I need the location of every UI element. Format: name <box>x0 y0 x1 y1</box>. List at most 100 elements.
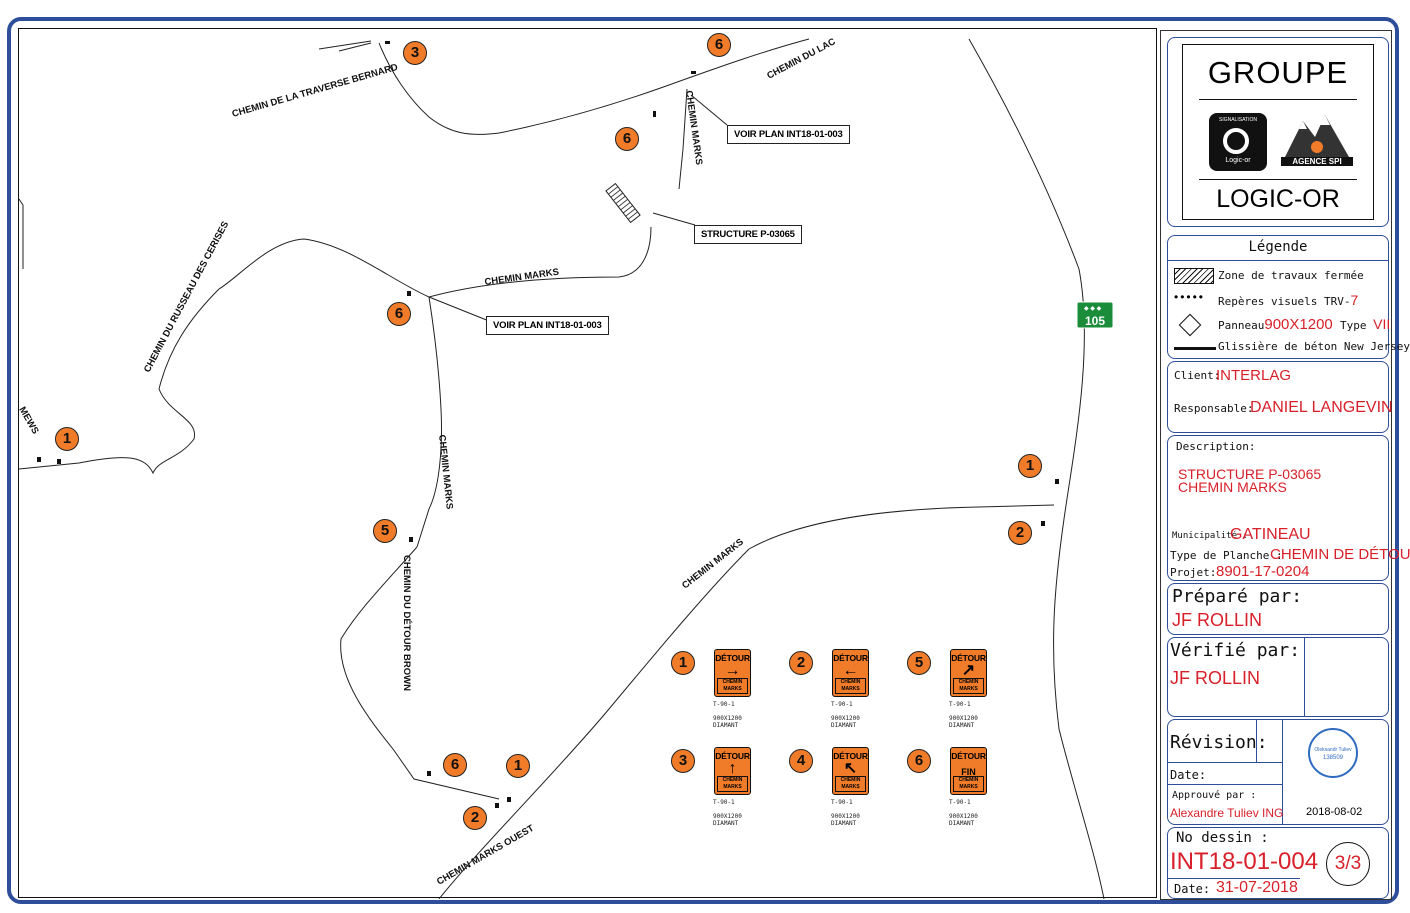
detour-sign: DÉTOUR↖CHEMIN MARKS <box>832 747 869 795</box>
legend-panel: Légende Zone de travaux fermée ••••• Rep… <box>1167 235 1410 359</box>
dots-icon: ••••• <box>1174 290 1206 304</box>
sign-posts <box>37 41 1059 808</box>
description-panel: Description: STRUCTURE P-03065 CHEMIN MA… <box>1167 435 1410 581</box>
callout-voir-plan-top: VOIR PLAN INT18-01-003 <box>727 125 850 144</box>
title-block: GROUPE SIGNALISATION Logic-or AGENCE SPI… <box>1160 30 1410 900</box>
detour-sign-arrow: ↗ <box>961 662 976 679</box>
revision-panel: Révision: Date: Approuvé par : Alexandre… <box>1167 719 1389 825</box>
detour-sign-plate: CHEMIN MARKS <box>953 776 984 792</box>
glissiere-line-icon <box>1174 347 1216 350</box>
drawing-number-panel: No dessin : INT18-01-004 3/3 Date: 31-07… <box>1167 827 1389 899</box>
structure-hatch <box>605 182 641 224</box>
agence-spi-logo: AGENCE SPI <box>1281 111 1353 173</box>
verifie-panel: Vérifié par: JF ROLLIN <box>1167 637 1389 717</box>
panneau-diamond-icon <box>1178 313 1202 337</box>
sheet-circle: 3/3 <box>1326 842 1370 886</box>
highway-shield: ◆ ◆ ◆ 105 <box>1076 301 1114 329</box>
marker-2-bottom: 2 <box>463 806 487 830</box>
detour-sign: DÉTOUR→CHEMIN MARKS <box>714 649 751 697</box>
responsable-value: DANIEL LANGEVIN <box>1250 399 1393 416</box>
marker-1-left: 1 <box>55 427 79 451</box>
sign-legend-number: 2 <box>789 651 813 675</box>
detour-sign: DÉTOUR↗CHEMIN MARKS <box>950 649 987 697</box>
engineer-stamp: Oleksandr Tuliev 138509 <box>1308 728 1358 778</box>
road-detour-brown <box>340 546 500 800</box>
marker-1-right: 1 <box>1018 454 1042 478</box>
type-planche-value: CHEMIN DE DÉTOUR <box>1270 546 1410 563</box>
label-traverse-bernard: CHEMIN DE LA TRAVERSE BERNARD <box>231 62 400 120</box>
detour-sign-arrow: ↖ <box>843 760 858 777</box>
detour-sign-plate: CHEMIN MARKS <box>953 678 984 694</box>
detour-sign-plate: CHEMIN MARKS <box>835 678 866 694</box>
road-highway-105 <box>968 38 1105 899</box>
logo-panel: GROUPE SIGNALISATION Logic-or AGENCE SPI… <box>1167 37 1389 227</box>
marker-1-bottom: 1 <box>506 754 530 778</box>
detour-map: CHEMIN DE LA TRAVERSE BERNARD CHEMIN DU … <box>18 28 1157 899</box>
label-marks-diag: CHEMIN MARKS <box>680 537 746 592</box>
zone-hatch-icon <box>1174 268 1214 284</box>
marker-5: 5 <box>373 519 397 543</box>
label-du-lac: CHEMIN DU LAC <box>765 36 837 81</box>
road-marks-center <box>416 296 442 548</box>
description-line-2: CHEMIN MARKS <box>1178 479 1287 495</box>
road-network: CHEMIN DE LA TRAVERSE BERNARD CHEMIN DU … <box>19 36 1114 899</box>
road-traverse-du-lac <box>378 38 810 135</box>
approuve-value: Alexandre Tuliev ING <box>1170 806 1284 820</box>
detour-sign-title: DÉTOUR <box>715 653 750 663</box>
label-russeau-cerises: CHEMIN DU RUSSEAU DES CERISES <box>142 220 231 375</box>
client-value: INTERLAG <box>1216 367 1292 384</box>
callout-voir-plan-mid: VOIR PLAN INT18-01-003 <box>486 316 609 335</box>
detour-sign-arrow: ↑ <box>728 760 737 777</box>
marker-6-top: 6 <box>707 33 731 57</box>
municipalite-value: GATINEAU <box>1230 526 1311 543</box>
svg-text:◆ ◆ ◆: ◆ ◆ ◆ <box>1084 306 1102 312</box>
sign-legend-number: 4 <box>789 749 813 773</box>
label-marks-mid: CHEMIN MARKS <box>484 267 560 288</box>
prepare-panel: Préparé par: JF ROLLIN <box>1167 583 1389 635</box>
detour-sign-arrow: ← <box>842 662 859 679</box>
marker-6-b: 6 <box>387 302 411 326</box>
detour-sign-plate: CHEMIN MARKS <box>717 776 748 792</box>
drawing-number: INT18-01-004 <box>1170 848 1319 875</box>
marker-6-a: 6 <box>615 127 639 151</box>
signalisation-logo: SIGNALISATION Logic-or <box>1209 113 1267 171</box>
label-marks-top: CHEMIN MARKS <box>683 90 704 166</box>
detour-sign-title: DÉTOUR <box>951 653 986 663</box>
description-line-1: STRUCTURE P-03065 <box>1178 466 1322 482</box>
detour-sign-arrow: → <box>724 662 741 679</box>
company-bottom: LOGIC-OR <box>1216 185 1340 213</box>
road-marks-top <box>678 88 688 190</box>
road-russeau-cerises <box>19 238 430 475</box>
drawing-date: 31-07-2018 <box>1216 879 1298 896</box>
detour-sign-title: DÉTOUR <box>715 751 750 761</box>
marker-3-top: 3 <box>403 41 427 65</box>
sign-legend-number: 6 <box>907 749 931 773</box>
sign-legend-number: 1 <box>671 651 695 675</box>
road-marks-diag <box>438 504 1055 899</box>
stamp-date: 2018-08-02 <box>1306 806 1363 818</box>
label-marks-ouest: CHEMIN MARKS OUEST <box>435 823 536 888</box>
detour-sign-title: DÉTOUR <box>833 653 868 663</box>
detour-sign-title: DÉTOUR <box>833 751 868 761</box>
marker-2-right: 2 <box>1008 521 1032 545</box>
client-panel: Client: INTERLAG Responsable: DANIEL LAN… <box>1167 361 1393 433</box>
prepare-value: JF ROLLIN <box>1172 610 1263 630</box>
detour-sign: DÉTOUR←CHEMIN MARKS <box>832 649 869 697</box>
callout-structure: STRUCTURE P-03065 <box>694 225 802 244</box>
road-marks-mid <box>428 226 652 298</box>
marker-6-bottom: 6 <box>443 753 467 777</box>
verifie-value: JF ROLLIN <box>1170 668 1261 688</box>
detour-sign-arrow: FIN <box>961 767 976 777</box>
sign-legend-number: 3 <box>671 749 695 773</box>
label-mews: MEWS <box>19 405 41 436</box>
detour-sign-plate: CHEMIN MARKS <box>835 776 866 792</box>
sign-legend-number: 5 <box>907 651 931 675</box>
detour-sign-plate: CHEMIN MARKS <box>717 678 748 694</box>
